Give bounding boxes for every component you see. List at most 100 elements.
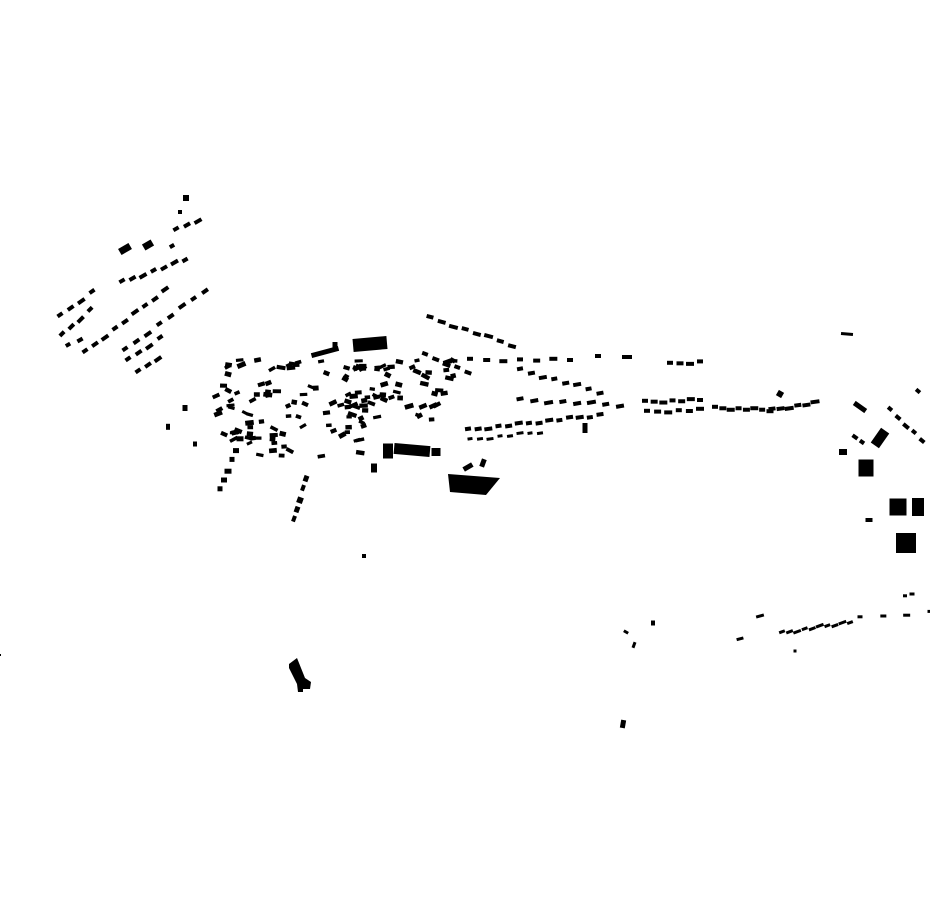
building [486, 436, 494, 441]
building [292, 363, 300, 367]
building [582, 423, 588, 433]
building [141, 239, 155, 251]
building [418, 402, 428, 410]
building [172, 225, 180, 233]
building [675, 408, 682, 413]
building [572, 400, 582, 407]
building [281, 444, 287, 449]
building [903, 594, 907, 598]
building [379, 392, 387, 398]
building [824, 623, 831, 629]
building [838, 619, 847, 626]
building [168, 243, 176, 249]
building [120, 317, 130, 326]
building [623, 629, 629, 635]
building [483, 332, 494, 340]
building [235, 358, 244, 363]
building [217, 486, 223, 492]
building [329, 427, 338, 434]
building [448, 474, 500, 495]
building [575, 414, 584, 420]
building [364, 395, 371, 400]
building [301, 400, 309, 408]
building [144, 342, 154, 351]
building [506, 434, 514, 438]
building [516, 431, 524, 436]
building [615, 403, 625, 409]
building [332, 342, 338, 350]
building [269, 432, 278, 438]
building [766, 409, 774, 414]
building [285, 414, 292, 418]
building [371, 463, 377, 473]
building [224, 387, 233, 395]
building [755, 613, 765, 619]
building [858, 438, 866, 446]
building [90, 340, 100, 348]
building [596, 411, 604, 417]
building [224, 370, 232, 378]
building [464, 369, 472, 376]
building [284, 402, 292, 409]
building [159, 264, 169, 272]
building [504, 423, 513, 429]
building [86, 305, 94, 313]
building [155, 320, 163, 328]
building [527, 431, 533, 435]
building [111, 324, 119, 332]
building [667, 360, 673, 365]
building [914, 387, 922, 395]
building [397, 395, 404, 401]
building [322, 369, 331, 377]
building [130, 308, 140, 316]
building [479, 458, 487, 468]
building [903, 613, 911, 617]
building [431, 356, 440, 363]
building [76, 315, 85, 324]
building [474, 426, 482, 432]
building [253, 357, 262, 363]
building [775, 389, 785, 399]
building [431, 448, 441, 456]
building [852, 400, 868, 414]
building [374, 367, 381, 372]
building [912, 498, 924, 516]
building [678, 399, 686, 404]
building [229, 456, 235, 462]
building [118, 277, 126, 285]
building [642, 398, 648, 403]
building [792, 628, 802, 635]
building [182, 221, 192, 229]
building [269, 425, 279, 432]
building [631, 641, 637, 649]
building [538, 374, 548, 381]
building [880, 614, 887, 618]
building [846, 620, 854, 626]
building [241, 409, 249, 416]
building [419, 380, 429, 387]
building [449, 357, 457, 364]
building [219, 383, 228, 388]
building [442, 361, 451, 368]
building [476, 436, 484, 441]
building [686, 361, 694, 366]
building [359, 403, 368, 408]
building [367, 400, 376, 407]
building [178, 210, 182, 214]
building [697, 359, 703, 364]
building [349, 393, 359, 400]
building [896, 533, 916, 553]
building [778, 629, 786, 635]
building [369, 386, 376, 391]
building [355, 449, 365, 456]
building [425, 370, 432, 375]
building [317, 359, 325, 364]
building [153, 355, 163, 364]
building [434, 388, 444, 393]
building [271, 440, 278, 446]
building [654, 409, 662, 414]
building [395, 358, 404, 365]
building [499, 359, 508, 364]
building [272, 389, 282, 394]
